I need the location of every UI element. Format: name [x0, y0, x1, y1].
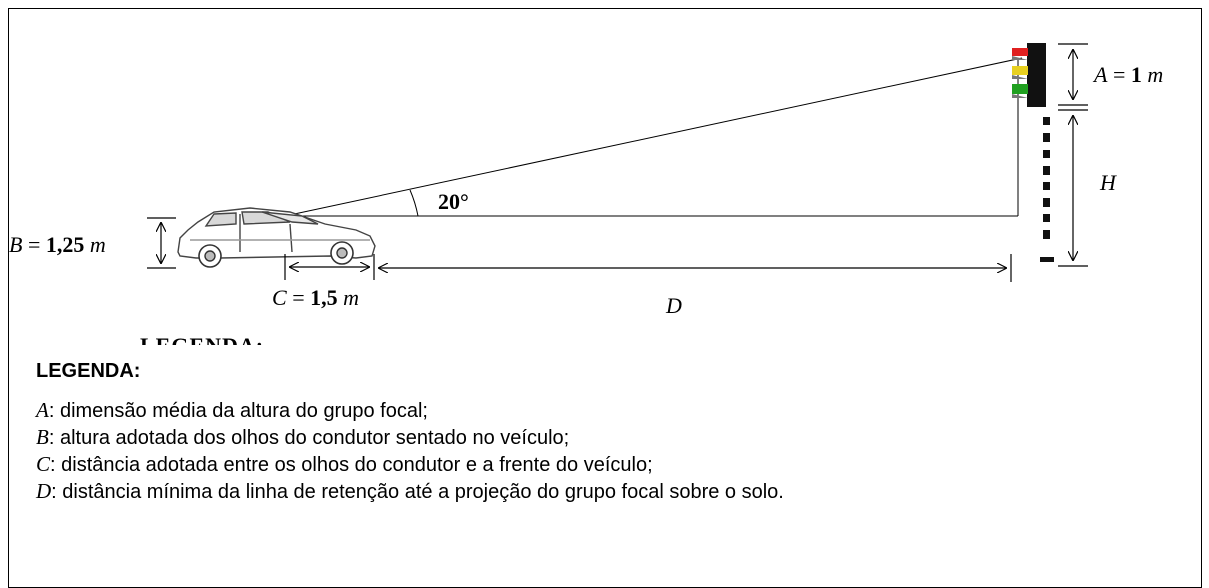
- signal-pole: [1040, 117, 1054, 262]
- legend-ghost-text: LEGENDA:: [140, 333, 290, 346]
- legend-item-d: D: distância mínima da linha de retenção…: [36, 479, 784, 503]
- legend-title: LEGENDA:: [36, 360, 141, 382]
- signal-housing: [1027, 43, 1046, 107]
- sight-line: [284, 57, 1023, 217]
- angle-arc: [409, 189, 419, 217]
- label-b: B = 1,25 m: [9, 232, 106, 257]
- dimension-a: [1058, 43, 1088, 106]
- light-red-icon: [1012, 48, 1028, 56]
- dimension-c: [284, 254, 375, 280]
- legend: LEGENDA: A: dimensão média da altura do …: [36, 360, 1186, 505]
- dimension-h: [1058, 109, 1088, 267]
- dimension-b: [147, 217, 176, 269]
- legend-item-b: B: altura adotada dos olhos do condutor …: [36, 425, 570, 449]
- light-yellow-icon: [1012, 66, 1028, 75]
- label-d: D: [665, 293, 682, 318]
- label-c: C = 1,5 m: [272, 285, 359, 310]
- light-green-icon: [1012, 84, 1028, 94]
- label-angle: 20°: [438, 189, 469, 214]
- diagram-canvas: A = 1 m H B = 1,25 m C = 1,5 m D 20°: [9, 43, 1163, 318]
- label-h: H: [1099, 170, 1117, 195]
- label-a: A = 1 m: [1092, 62, 1163, 87]
- legend-item-c: C: distância adotada entre os olhos do c…: [36, 452, 653, 476]
- dimension-d: [379, 254, 1012, 282]
- legend-item-a: A: dimensão média da altura do grupo foc…: [36, 398, 428, 422]
- car-icon: [177, 207, 376, 268]
